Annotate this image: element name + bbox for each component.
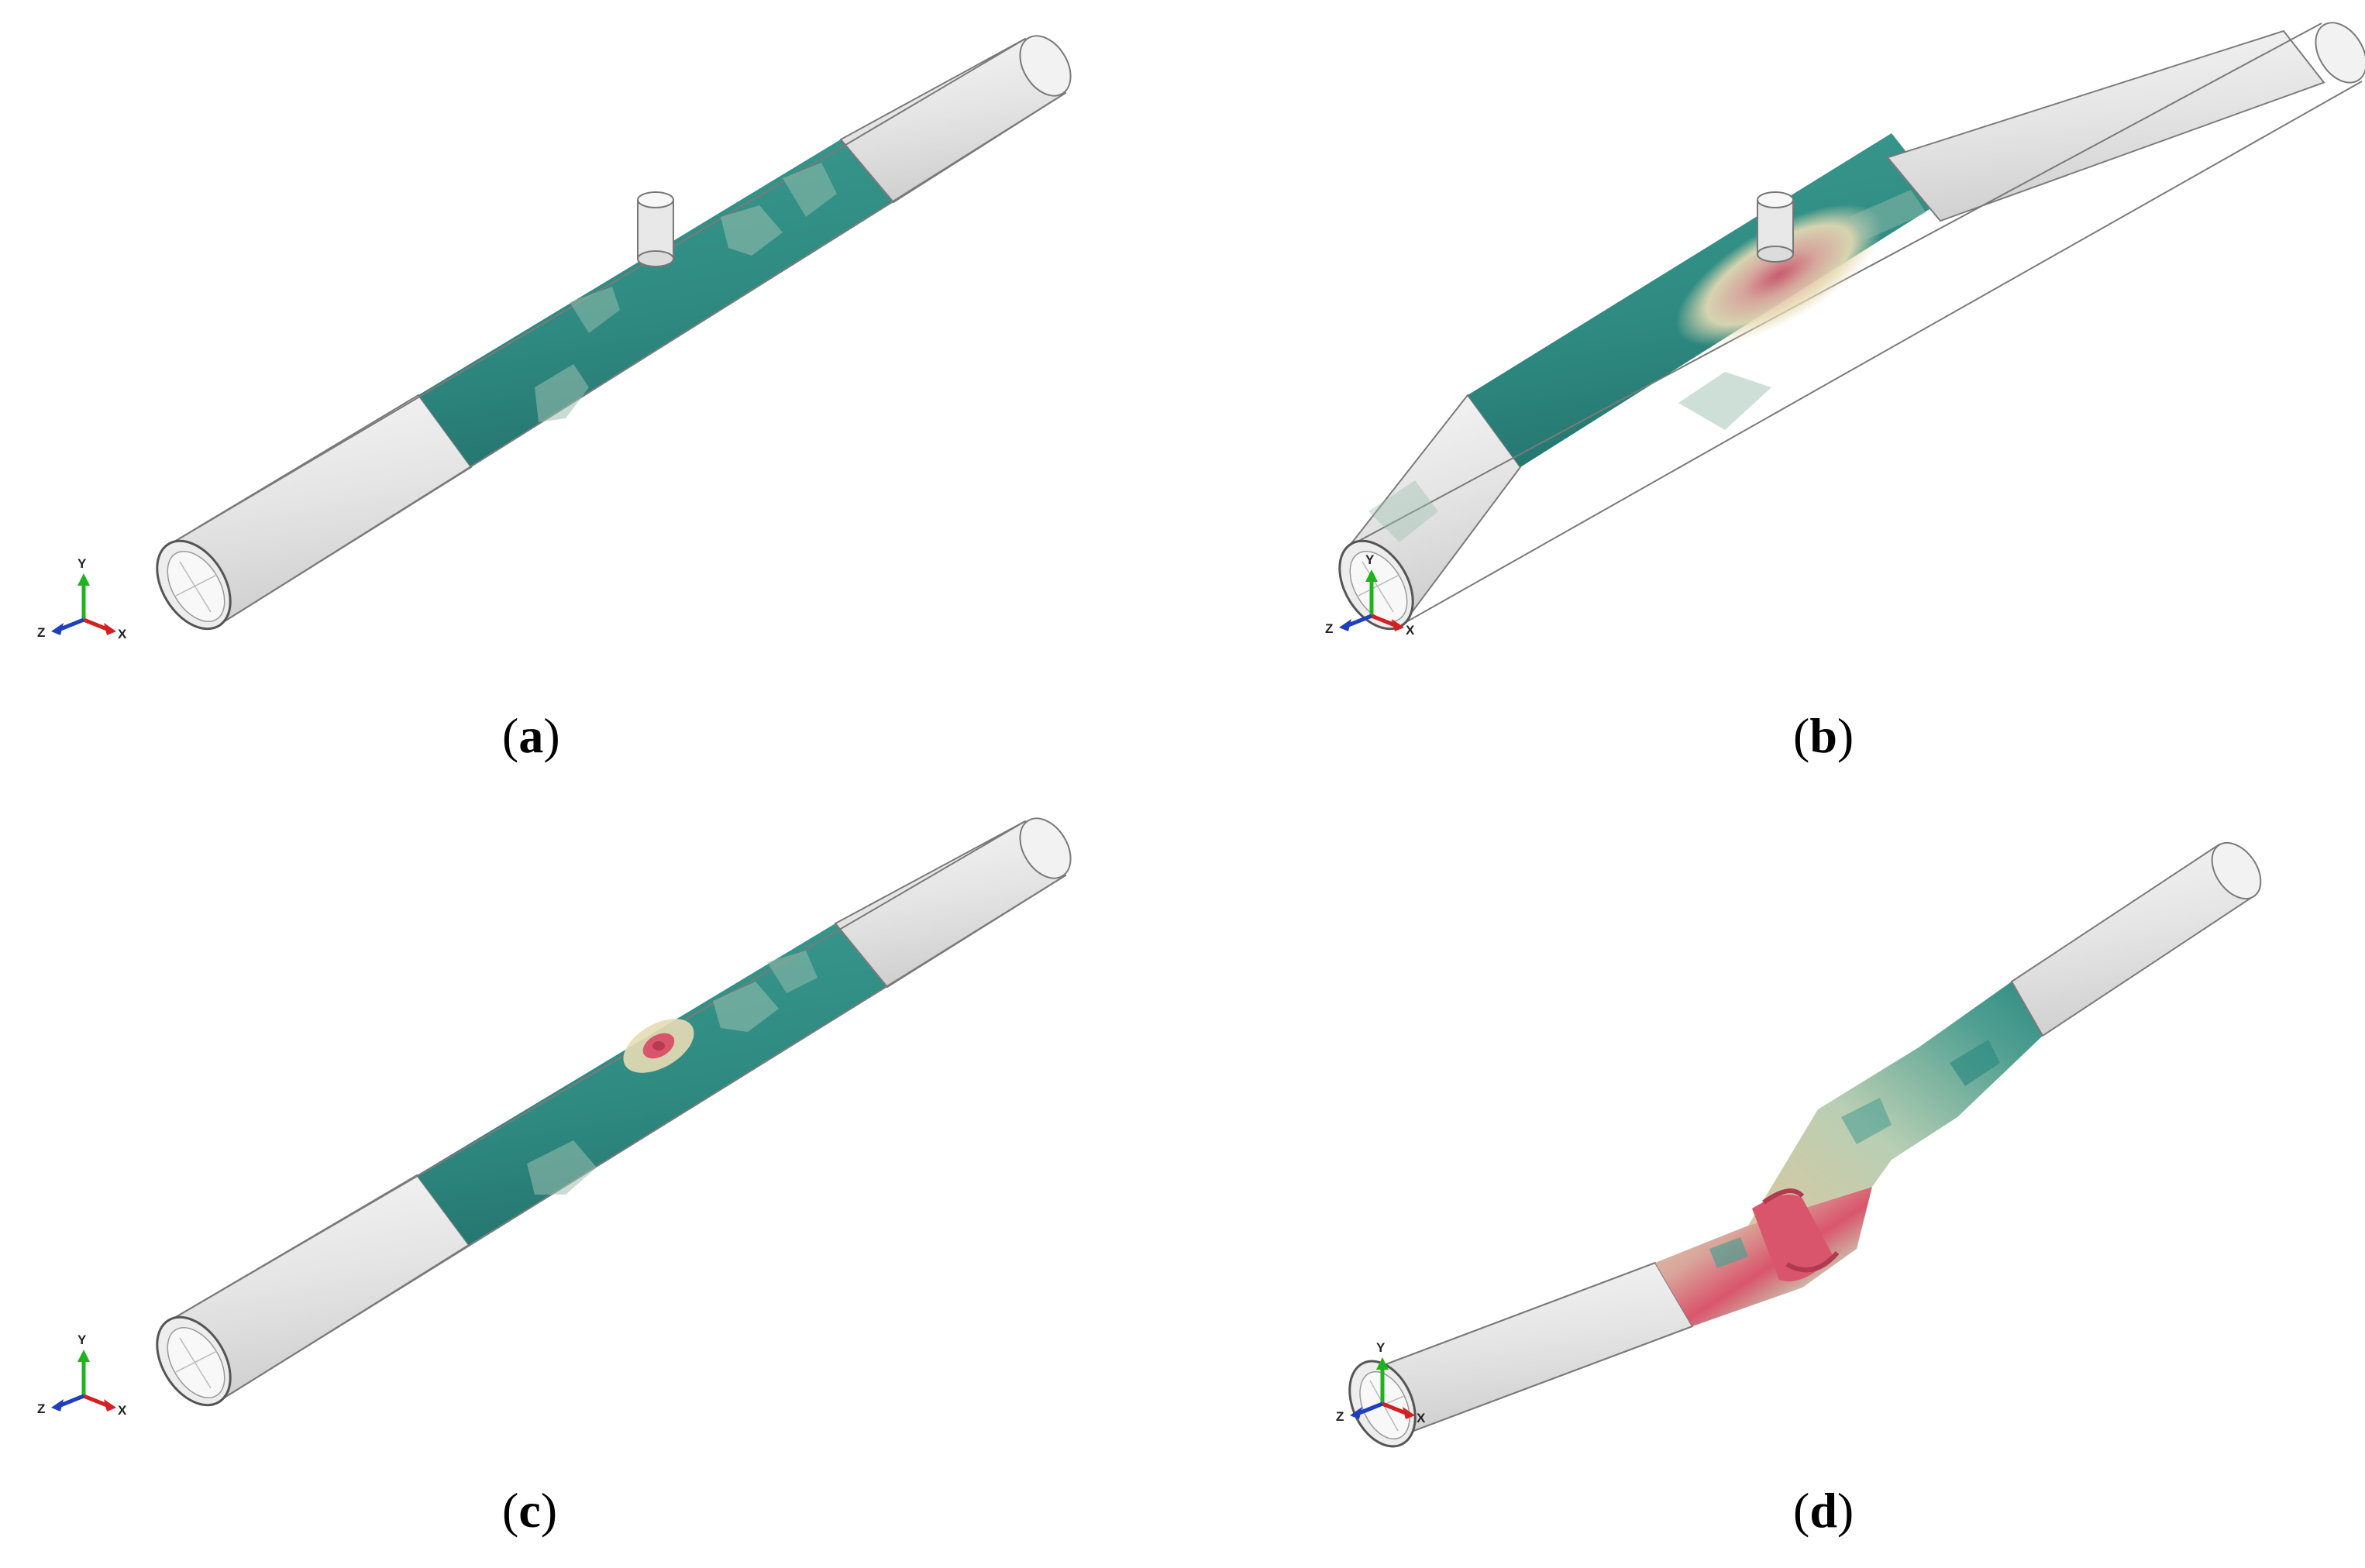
contour-patch bbox=[570, 287, 620, 333]
contour-patch bbox=[1368, 480, 1438, 542]
contour-patch bbox=[535, 364, 589, 422]
triad-z-label: Z bbox=[1325, 621, 1333, 636]
caption-d: (d) bbox=[1793, 1483, 1854, 1538]
pipe-contour-right-segment bbox=[1748, 982, 2043, 1226]
panel-c: Y Z X (c) bbox=[0, 784, 1182, 1568]
contour-patch bbox=[1841, 1098, 1892, 1144]
triad-y-label: Y bbox=[77, 1332, 87, 1347]
triad-y-label: Y bbox=[1365, 552, 1375, 567]
pipe-contour-band bbox=[417, 923, 887, 1245]
contour-patch bbox=[767, 951, 818, 993]
coordinate-triad: Y Z X bbox=[37, 556, 127, 641]
coordinate-triad: Y Z X bbox=[37, 1332, 127, 1418]
triad-x-label: X bbox=[118, 627, 127, 641]
contour-patch bbox=[1950, 1040, 2000, 1086]
pipe-model-a: Y Z X bbox=[37, 35, 1072, 641]
indenter-cylinder bbox=[637, 191, 674, 267]
pipe-end-right bbox=[1886, 29, 2325, 222]
pipe-contour-band bbox=[418, 139, 893, 467]
caption-a: (a) bbox=[502, 708, 560, 763]
contour-patch bbox=[1849, 190, 1926, 240]
contour-patch bbox=[713, 982, 779, 1032]
triad-x-label: X bbox=[1417, 1411, 1426, 1425]
buckle-ring bbox=[1752, 1188, 1840, 1281]
dent-stress-spot bbox=[623, 1019, 694, 1073]
panel-b: Y Z X (b) bbox=[1182, 0, 2365, 784]
triad-z-label: Z bbox=[37, 625, 45, 640]
contour-patch bbox=[721, 205, 783, 256]
pipe-contour-left-segment bbox=[1655, 1187, 1872, 1326]
caption-c: (c) bbox=[502, 1483, 558, 1538]
pipe-model-d: Y Z X bbox=[1336, 841, 2262, 1448]
contour-patch bbox=[1709, 1237, 1748, 1268]
panel-a: Y Z X (a) bbox=[0, 0, 1182, 784]
triad-y-label: Y bbox=[1376, 1340, 1386, 1355]
caption-b: (b) bbox=[1793, 708, 1854, 763]
contour-patch bbox=[1678, 372, 1771, 430]
contour-patch bbox=[527, 1140, 597, 1195]
pipe-model-c: Y Z X bbox=[37, 817, 1072, 1418]
triad-z-label: Z bbox=[37, 1401, 45, 1416]
triad-y-label: Y bbox=[77, 556, 87, 571]
indenter-cylinder bbox=[1757, 191, 1794, 263]
coordinate-triad: Y Z X bbox=[1325, 552, 1415, 638]
panel-d: Y Z X (d) bbox=[1182, 784, 2365, 1568]
coordinate-triad: Y Z X bbox=[1336, 1340, 1426, 1425]
triad-x-label: X bbox=[1406, 623, 1415, 638]
contour-patch bbox=[783, 163, 837, 217]
triad-x-label: X bbox=[118, 1403, 127, 1418]
triad-z-label: Z bbox=[1336, 1409, 1344, 1424]
stress-zone bbox=[1675, 204, 1883, 346]
pipe-model-b: Y Z X bbox=[1325, 22, 2365, 638]
